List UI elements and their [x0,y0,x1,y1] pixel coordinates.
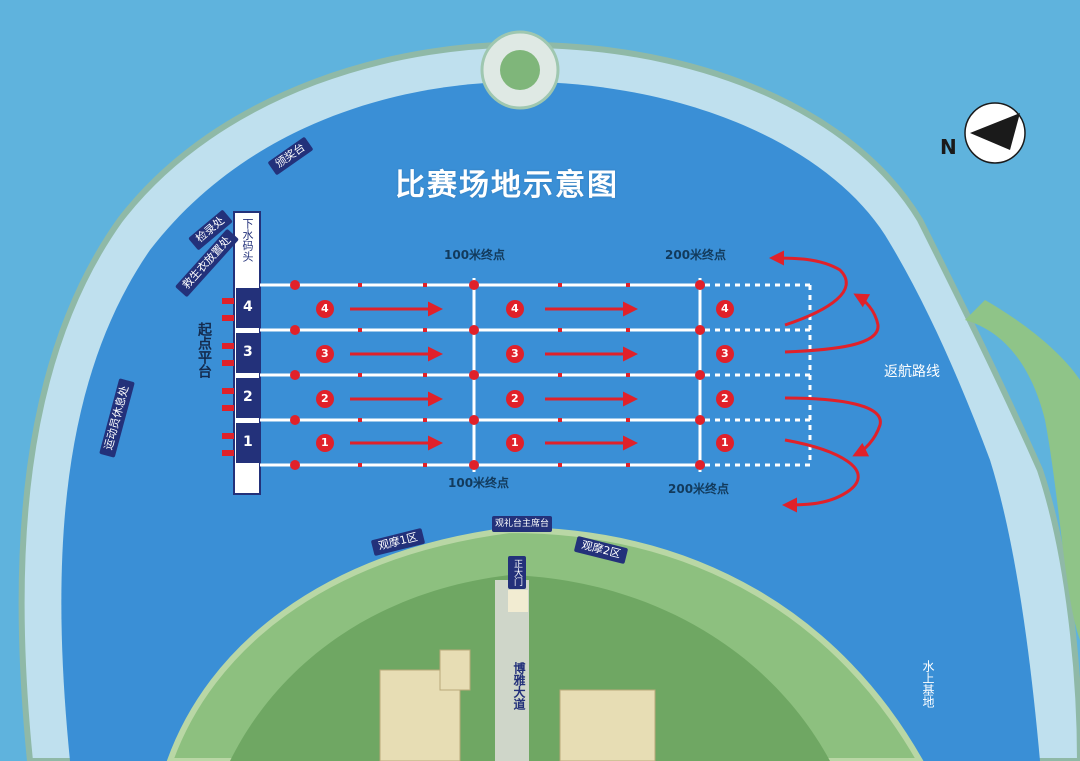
start-flags [222,298,234,456]
buoys [290,280,705,470]
lane-arrows [350,301,638,451]
disc-1-a: 1 [321,436,329,449]
disc-1-c: 1 [721,436,729,449]
main-gate-label: 正大门 [508,556,526,589]
water-base-label: 水上基地 [921,660,935,708]
building-right [559,689,656,761]
disc-3-a: 3 [321,347,329,360]
disc-4-b: 4 [511,302,519,315]
right-shore [965,300,1080,640]
disc-4-a: 4 [321,302,329,315]
lane-label-3: 3 [243,344,253,360]
lane-label-4: 4 [243,299,253,315]
disc-3-b: 3 [511,347,519,360]
marker-bottom-100: 100米终点 [448,476,510,490]
start-blocks [236,288,260,463]
lane-discs [316,300,734,452]
disc-2-a: 2 [321,392,329,405]
marker-top-100: 100米终点 [444,248,506,262]
map-title: 比赛场地示意图 [395,168,619,203]
main-stage-label: 观礼台主席台 [492,516,553,532]
lane-label-1: 1 [243,434,253,450]
start-platform-label: 起点平台 [196,322,212,378]
disc-2-b: 2 [511,392,519,405]
disc-4-c: 4 [721,302,729,315]
disc-2-c: 2 [721,392,729,405]
return-route-arrows [769,250,882,513]
dock-label: 下水码头 [241,218,254,262]
avenue-label: 博雅大道 [512,662,526,710]
disc-1-b: 1 [511,436,519,449]
compass-icon [964,102,1026,164]
compass-letter: N [940,135,957,159]
disc-3-c: 3 [721,347,729,360]
return-route-label: 返航路线 [884,364,940,380]
marker-top-200: 200米终点 [665,248,727,262]
lane-label-2: 2 [243,389,253,405]
marker-bottom-200: 200米终点 [668,482,730,496]
